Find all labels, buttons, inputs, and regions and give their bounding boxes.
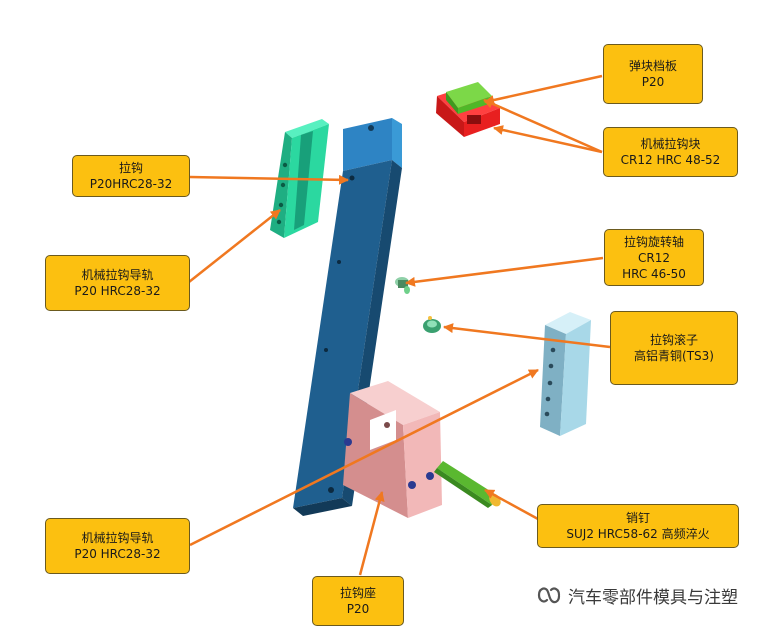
callout-spring-plate-line1: 弹块档板	[628, 59, 677, 73]
callout-mech-block-line2: CR12 HRC 48-52	[620, 153, 721, 167]
callout-pin-line1: 销钉	[625, 511, 650, 525]
wechat-channel-icon	[537, 587, 561, 604]
arrow-pin	[484, 488, 539, 521]
callout-lagou-line2: P20HRC28-32	[89, 177, 173, 191]
callout-guide-bottom-line1: 机械拉钩导轨	[81, 531, 154, 545]
callout-seat-line2: P20	[346, 602, 370, 616]
callout-shaft-line2: CR12	[638, 250, 670, 265]
arrow-roller	[443, 323, 611, 349]
watermark-text: 汽车零部件模具与注塑	[568, 587, 738, 608]
callout-shaft-line3: HRC 46-50	[622, 266, 686, 281]
roller-part	[423, 316, 441, 333]
arrow-seat	[358, 491, 385, 576]
callout-roller-line1: 拉钩滚子	[649, 333, 698, 347]
callout-shaft-line1: 拉钩旋转轴	[623, 234, 684, 249]
callout-spring-plate-line2: P20	[641, 75, 665, 89]
callout-guide-bottom: 机械拉钩导轨 P20 HRC28-32	[45, 518, 190, 574]
callout-roller-line2: 高铝青铜(TS3)	[634, 349, 714, 363]
callout-seat: 拉钩座 P20	[312, 576, 404, 626]
callout-seat-line1: 拉钩座	[339, 586, 376, 600]
callout-lagou-line1: 拉钩	[118, 161, 143, 175]
leader-arrows	[188, 74, 611, 576]
arrow-mech-block-b	[493, 125, 603, 154]
arrow-mech-block-a	[483, 98, 603, 154]
callout-guide-top-line2: P20 HRC28-32	[74, 284, 161, 298]
pin-part	[434, 461, 501, 508]
pink-hook-seat-part	[343, 381, 442, 518]
arrow-guide-top	[188, 209, 281, 283]
callout-pin-line2: SUJ2 HRC58-62 高频淬火	[566, 527, 710, 541]
callout-roller: 拉钩滚子 高铝青铜(TS3)	[610, 311, 738, 385]
callout-pin: 销钉 SUJ2 HRC58-62 高频淬火	[537, 504, 739, 548]
light-blue-block-part	[540, 312, 591, 436]
callout-guide-top: 机械拉钩导轨 P20 HRC28-32	[45, 255, 190, 311]
arrow-spring-plate	[484, 74, 603, 105]
callout-guide-top-line1: 机械拉钩导轨	[81, 268, 154, 282]
arrow-guide-bottom	[189, 368, 539, 547]
callout-guide-bottom-line2: P20 HRC28-32	[74, 547, 161, 561]
callout-lagou: 拉钩 P20HRC28-32	[72, 155, 190, 197]
callout-shaft: 拉钩旋转轴 CR12 HRC 46-50	[604, 229, 704, 286]
watermark: 汽车零部件模具与注塑	[536, 582, 738, 608]
rotation-shaft-part	[395, 277, 410, 294]
arrow-shaft	[405, 256, 604, 287]
arrow-lagou	[189, 174, 349, 185]
callout-spring-plate: 弹块档板 P20	[603, 44, 703, 104]
callout-mech-block-line1: 机械拉钩块	[640, 137, 701, 151]
callout-mech-block: 机械拉钩块 CR12 HRC 48-52	[603, 127, 738, 177]
